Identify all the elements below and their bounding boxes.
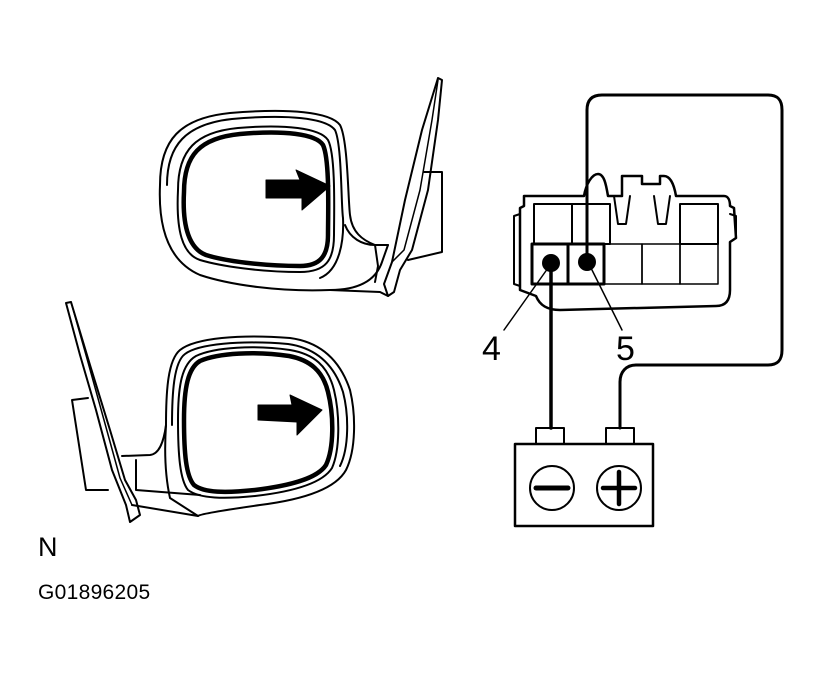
connector [503,172,738,331]
positive-post [605,427,635,445]
upper-mirror [158,77,443,297]
figure-code: G01896205 [38,581,151,604]
lower-mirror [65,301,356,523]
positive-terminal-icon [596,465,642,511]
pin-4-label: 4 [482,330,501,368]
negative-terminal-icon [529,465,575,511]
battery [513,427,655,528]
wire-pin5-positive [585,93,784,430]
wiring [549,93,784,430]
battery-body [513,442,655,528]
view-label: N [38,532,58,562]
negative-post [535,427,565,445]
pin-5-label: 5 [616,330,635,368]
